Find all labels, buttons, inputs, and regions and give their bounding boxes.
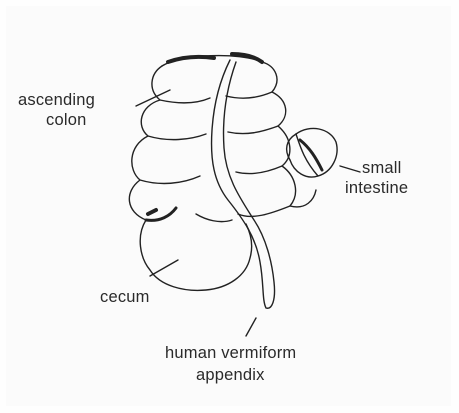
label-ascending-colon-line1: ascending <box>18 90 95 110</box>
label-appendix-line2: appendix <box>196 365 265 385</box>
haustral-fold <box>160 98 210 103</box>
label-small-intestine-line1: small <box>362 158 402 178</box>
appendix <box>212 60 275 308</box>
label-cecum: cecum <box>100 287 150 307</box>
leader-cecum <box>150 260 178 276</box>
colon-outline <box>129 66 251 290</box>
label-ascending-colon-line2: colon <box>46 110 86 130</box>
leader-appendix <box>246 318 256 336</box>
colon-right-outline <box>262 62 316 207</box>
leader-small-intestine <box>340 166 360 172</box>
label-small-intestine-line2: intestine <box>345 178 408 198</box>
label-appendix-line1: human vermiform <box>165 343 296 363</box>
